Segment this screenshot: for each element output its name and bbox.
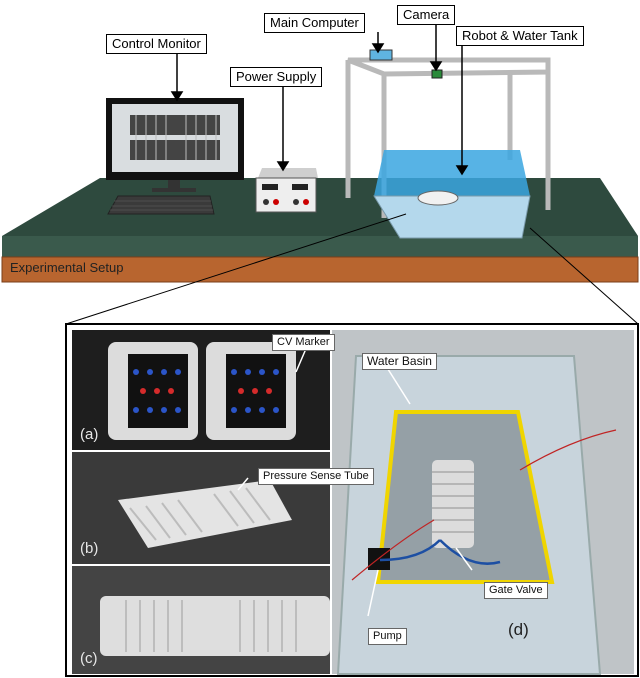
keyboard (108, 196, 214, 214)
photo-c (72, 566, 330, 674)
robot-water-tank-label: Robot & Water Tank (456, 26, 584, 46)
gate-valve-label: Gate Valve (484, 582, 548, 599)
main-computer-label: Main Computer (264, 13, 365, 33)
subfigure-d-label: (d) (508, 620, 529, 640)
cv-marker-label: CV Marker (272, 334, 335, 351)
pump-label: Pump (368, 628, 407, 645)
subfigure-b-label: (b) (80, 540, 98, 557)
photo-d (332, 330, 634, 674)
water-tank (374, 150, 530, 238)
main-computer-device (370, 50, 392, 60)
subfigure-c-label: (c) (80, 650, 98, 667)
water-basin-label: Water Basin (362, 353, 437, 370)
subfigure-a-label: (a) (80, 426, 98, 443)
power-supply-label: Power Supply (230, 67, 322, 87)
camera-label: Camera (397, 5, 455, 25)
control-monitor-label: Control Monitor (106, 34, 207, 54)
pressure-sense-tube-label: Pressure Sense Tube (258, 468, 374, 485)
table-top (2, 178, 638, 236)
power-supply (256, 168, 318, 212)
camera-device (432, 70, 442, 78)
control-monitor (106, 98, 244, 192)
experimental-setup-caption: Experimental Setup (10, 260, 123, 275)
